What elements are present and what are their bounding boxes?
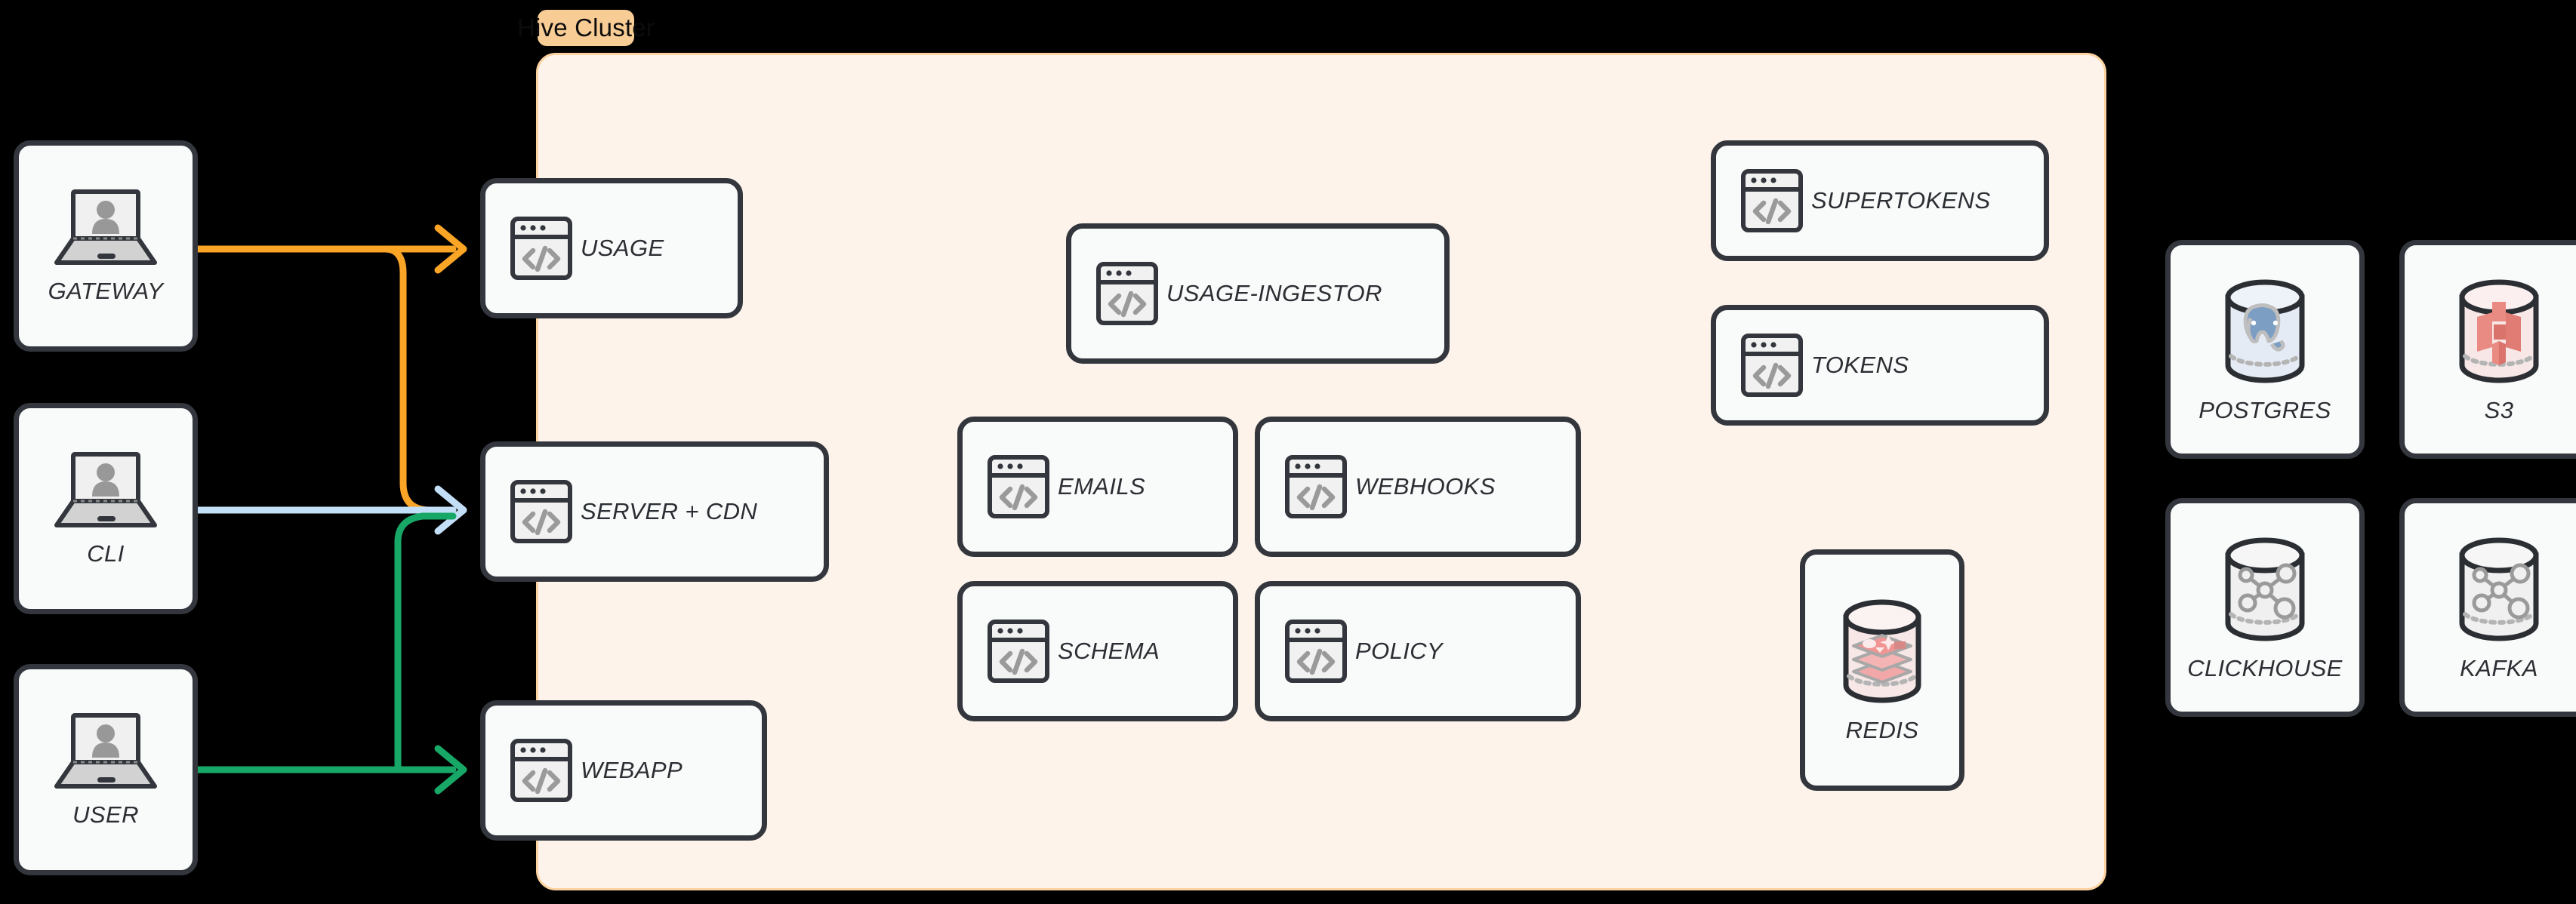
- service-node-supertokens[interactable]: SUPERTOKENS: [1711, 140, 2049, 261]
- redis-cylinder-icon: [1832, 596, 1932, 709]
- service-node-label: TOKENS: [1811, 352, 1909, 378]
- service-node-usage[interactable]: USAGE: [480, 178, 743, 318]
- service-node-schema[interactable]: SCHEMA: [957, 581, 1238, 721]
- edge-gateway-to-server-cdn: [381, 245, 457, 514]
- s3-cylinder-icon: [2445, 275, 2553, 389]
- store-node-label: S3: [2484, 397, 2514, 423]
- service-node-label: USAGE: [581, 235, 664, 261]
- service-node-policy[interactable]: POLICY: [1255, 581, 1581, 721]
- code-window-icon: [510, 479, 573, 544]
- service-node-label: USAGE-INGESTOR: [1166, 280, 1382, 306]
- store-node-kafka[interactable]: KAFKA: [2399, 498, 2576, 717]
- service-node-label: SCHEMA: [1058, 638, 1160, 664]
- service-node-webapp[interactable]: WEBAPP: [480, 700, 767, 841]
- service-node-server-cdn[interactable]: SERVER + CDN: [480, 441, 829, 582]
- store-node-label: REDIS: [1845, 717, 1919, 743]
- code-window-icon: [1284, 454, 1348, 519]
- code-window-icon: [1284, 619, 1348, 684]
- hive-cluster-badge-label: Hive Cluster: [516, 14, 655, 42]
- service-node-label: WEBHOOKS: [1355, 473, 1496, 500]
- service-node-label: WEBAPP: [581, 757, 683, 783]
- edge-cli-to-server-cdn: [194, 485, 467, 535]
- code-window-icon: [987, 619, 1050, 684]
- service-node-label: EMAILS: [1058, 473, 1146, 500]
- store-node-postgres[interactable]: POSTGRES: [2165, 240, 2365, 459]
- laptop-user-icon: [51, 187, 161, 269]
- edge-user-to-webapp: [194, 745, 467, 795]
- edge-user-to-server-cdn: [394, 512, 457, 773]
- store-node-label: KAFKA: [2460, 655, 2538, 681]
- store-node-label: POSTGRES: [2199, 397, 2331, 423]
- kafka-cylinder-icon: [2445, 533, 2553, 647]
- hive-cluster-badge: Hive Cluster: [517, 10, 655, 46]
- client-node-label: GATEWAY: [48, 278, 164, 304]
- client-node-user[interactable]: USER: [14, 664, 198, 875]
- code-window-icon: [1095, 261, 1159, 326]
- service-node-usage-ingestor[interactable]: USAGE-INGESTOR: [1066, 223, 1450, 364]
- store-node-redis[interactable]: REDIS: [1800, 549, 1964, 791]
- client-node-cli[interactable]: CLI: [14, 403, 198, 614]
- client-node-label: USER: [72, 801, 139, 828]
- client-node-gateway[interactable]: GATEWAY: [14, 140, 198, 352]
- code-window-icon: [510, 216, 573, 281]
- service-node-label: POLICY: [1355, 638, 1444, 664]
- postgres-cylinder-icon: [2211, 275, 2319, 389]
- edge-gateway-to-usage: [194, 224, 467, 274]
- code-window-icon: [510, 738, 573, 803]
- laptop-user-icon: [51, 450, 161, 531]
- clickhouse-cylinder-icon: [2211, 533, 2319, 647]
- service-node-tokens[interactable]: TOKENS: [1711, 305, 2049, 426]
- store-node-clickhouse[interactable]: CLICKHOUSE: [2165, 498, 2365, 717]
- laptop-user-icon: [51, 711, 161, 792]
- code-window-icon: [987, 454, 1050, 519]
- service-node-label: SERVER + CDN: [581, 498, 758, 524]
- service-node-label: SUPERTOKENS: [1811, 187, 1991, 214]
- store-node-s3[interactable]: S3: [2399, 240, 2576, 459]
- store-node-label: CLICKHOUSE: [2187, 655, 2343, 681]
- code-window-icon: [1740, 333, 1804, 398]
- client-node-label: CLI: [87, 540, 125, 567]
- service-node-emails[interactable]: EMAILS: [957, 417, 1238, 557]
- code-window-icon: [1740, 168, 1804, 233]
- service-node-webhooks[interactable]: WEBHOOKS: [1255, 417, 1581, 557]
